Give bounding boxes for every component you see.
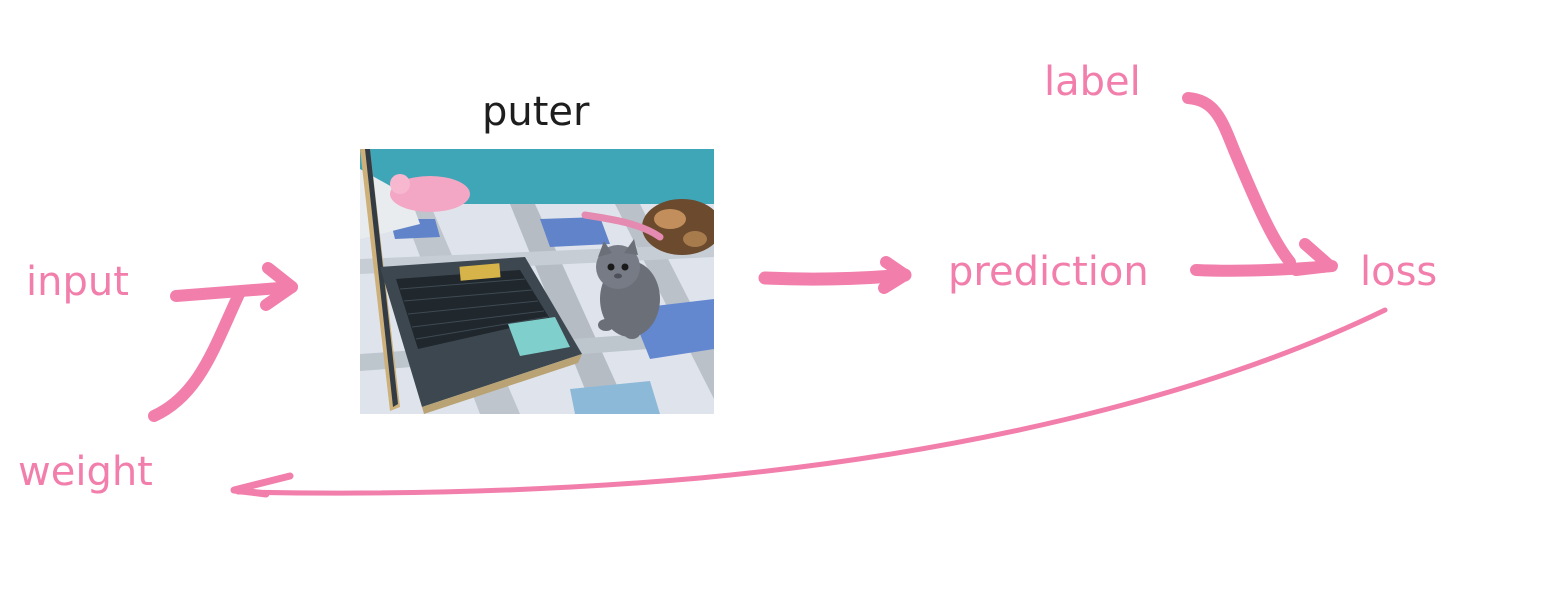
loss-label: loss xyxy=(1360,249,1438,295)
arrow-model-to-prediction-head xyxy=(878,256,911,294)
arrow-input-head xyxy=(260,262,298,311)
kitten-laptop-photo xyxy=(360,149,714,414)
input-label: input xyxy=(26,259,129,305)
model-label: puter xyxy=(482,89,590,135)
weight-label: weight xyxy=(18,449,153,495)
arrow-input-to-model xyxy=(170,281,298,302)
arrow-label-to-loss xyxy=(1182,92,1296,268)
arrow-loss-head xyxy=(1290,238,1336,276)
arrow-loss-to-weight-head xyxy=(230,472,294,498)
arrow-model-to-prediction xyxy=(758,268,912,286)
label-label: label xyxy=(1044,59,1141,105)
arrow-prediction-to-loss xyxy=(1190,260,1338,277)
prediction-label: prediction xyxy=(948,249,1149,295)
arrow-weight-to-model xyxy=(148,286,246,422)
